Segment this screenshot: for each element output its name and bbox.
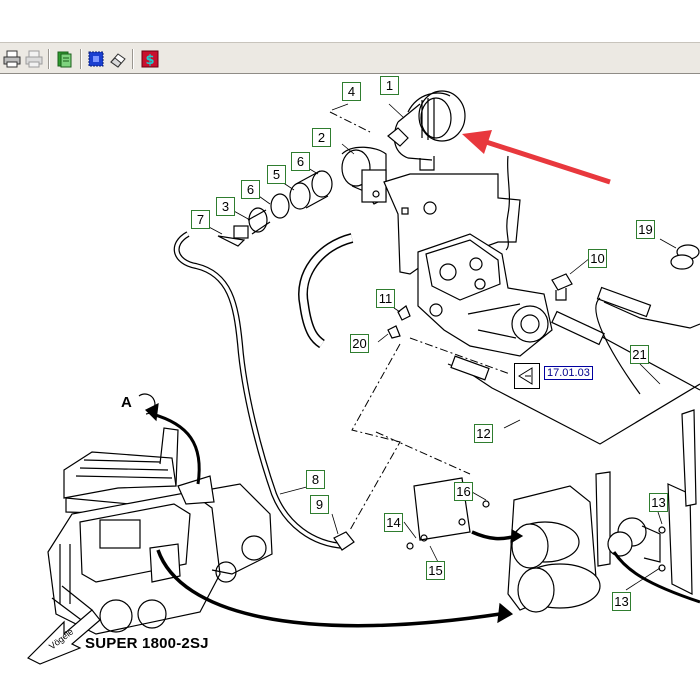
callout-16[interactable]: 16: [454, 482, 473, 501]
notes-icon: [57, 51, 72, 68]
callout-20[interactable]: 20: [350, 334, 369, 353]
svg-text:$: $: [145, 53, 154, 68]
eraser-icon: [110, 53, 126, 68]
callout-7[interactable]: 7: [191, 210, 210, 229]
print-preview-icon: [25, 50, 43, 68]
hose-fittings-drawing: [233, 170, 333, 239]
eraser-button[interactable]: [108, 49, 128, 69]
air-filter-drawing: [387, 90, 466, 171]
callout-1[interactable]: 1: [380, 76, 399, 95]
compressor-drawing: [417, 233, 553, 357]
print-button[interactable]: [2, 49, 22, 69]
select-area-icon: [88, 51, 104, 67]
callout-10[interactable]: 10: [588, 249, 607, 268]
toolbar: $: [0, 42, 700, 74]
callout-6[interactable]: 6: [291, 152, 310, 171]
callout-9[interactable]: 9: [310, 495, 329, 514]
callout-19[interactable]: 19: [636, 220, 655, 239]
print-icon: [3, 50, 21, 68]
callout-8[interactable]: 8: [306, 470, 325, 489]
order-button[interactable]: $: [140, 49, 160, 69]
notes-button[interactable]: [54, 49, 74, 69]
reference-link[interactable]: 17.01.03: [544, 366, 593, 380]
exploded-view-drawing: Vögele: [26, 90, 700, 665]
callout-12[interactable]: 12: [474, 424, 493, 443]
callout-11[interactable]: 11: [376, 289, 395, 308]
toolbar-separator: [132, 49, 134, 69]
callout-13[interactable]: 13: [649, 493, 668, 512]
view-a-label: A: [121, 394, 132, 411]
toolbar-separator: [48, 49, 50, 69]
select-area-button[interactable]: [86, 49, 106, 69]
callout-5[interactable]: 5: [267, 165, 286, 184]
highlight-arrow: [462, 130, 611, 185]
reference-arrow-box: [514, 363, 540, 389]
callout-3[interactable]: 3: [216, 197, 235, 216]
model-label: SUPER 1800-2SJ: [85, 635, 209, 652]
toolbar-separator: [80, 49, 82, 69]
clamp-bracket-drawing: [341, 146, 387, 205]
paver-machine-drawing: [47, 427, 273, 635]
window-top-area: [0, 0, 700, 42]
callout-4[interactable]: 4: [342, 82, 361, 101]
callout-15[interactable]: 15: [426, 561, 445, 580]
print-preview-button[interactable]: [24, 49, 44, 69]
arrow-left-icon: [518, 367, 533, 385]
parts-diagram: Vögele: [0, 74, 700, 675]
cross-reference[interactable]: 17.01.03: [514, 363, 593, 389]
air-tanks-drawing: [507, 409, 697, 613]
callout-21[interactable]: 21: [630, 345, 649, 364]
callout-6[interactable]: 6: [241, 180, 260, 199]
callout-13[interactable]: 13: [612, 592, 631, 611]
dollar-order-icon: $: [141, 50, 159, 68]
callout-14[interactable]: 14: [384, 513, 403, 532]
callout-2[interactable]: 2: [312, 128, 331, 147]
mounting-plate-drawing: [406, 477, 490, 550]
